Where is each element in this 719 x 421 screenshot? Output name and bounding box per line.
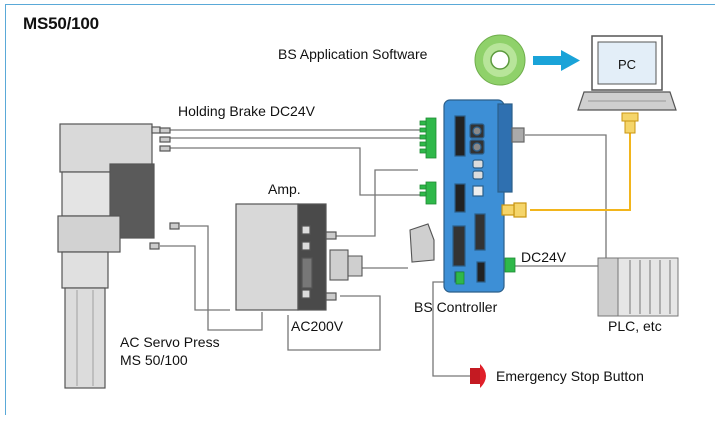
- green-connectors: [419, 117, 516, 285]
- amplifier-icon: [235, 203, 337, 311]
- controller-icon: [443, 99, 527, 293]
- plc-label: PLC, etc: [608, 318, 662, 334]
- holding-brake-label: Holding Brake DC24V: [178, 103, 315, 119]
- servo-press-icon: [57, 123, 180, 389]
- dc24v-label: DC24V: [521, 249, 567, 265]
- servo-press-label-2: MS 50/100: [120, 352, 188, 368]
- laptop-icon: [577, 35, 677, 134]
- ethernet-cable: [530, 132, 631, 211]
- cd-icon: [474, 34, 526, 86]
- diagram-frame: [5, 4, 715, 415]
- emergency-stop-label: Emergency Stop Button: [496, 368, 644, 384]
- cable-plug-icon: [329, 223, 435, 281]
- bs-controller-label: BS Controller: [414, 299, 498, 315]
- amp-label: Amp.: [268, 181, 301, 197]
- diagram-title: MS50/100: [23, 14, 99, 33]
- ac200v-label: AC200V: [291, 318, 344, 334]
- plc-icon: [597, 257, 679, 317]
- arrow-right-icon: [533, 50, 580, 71]
- software-label: BS Application Software: [278, 46, 428, 62]
- servo-press-label-1: AC Servo Press: [120, 334, 220, 350]
- emergency-stop-icon: [470, 364, 486, 388]
- pc-label: PC: [618, 57, 637, 72]
